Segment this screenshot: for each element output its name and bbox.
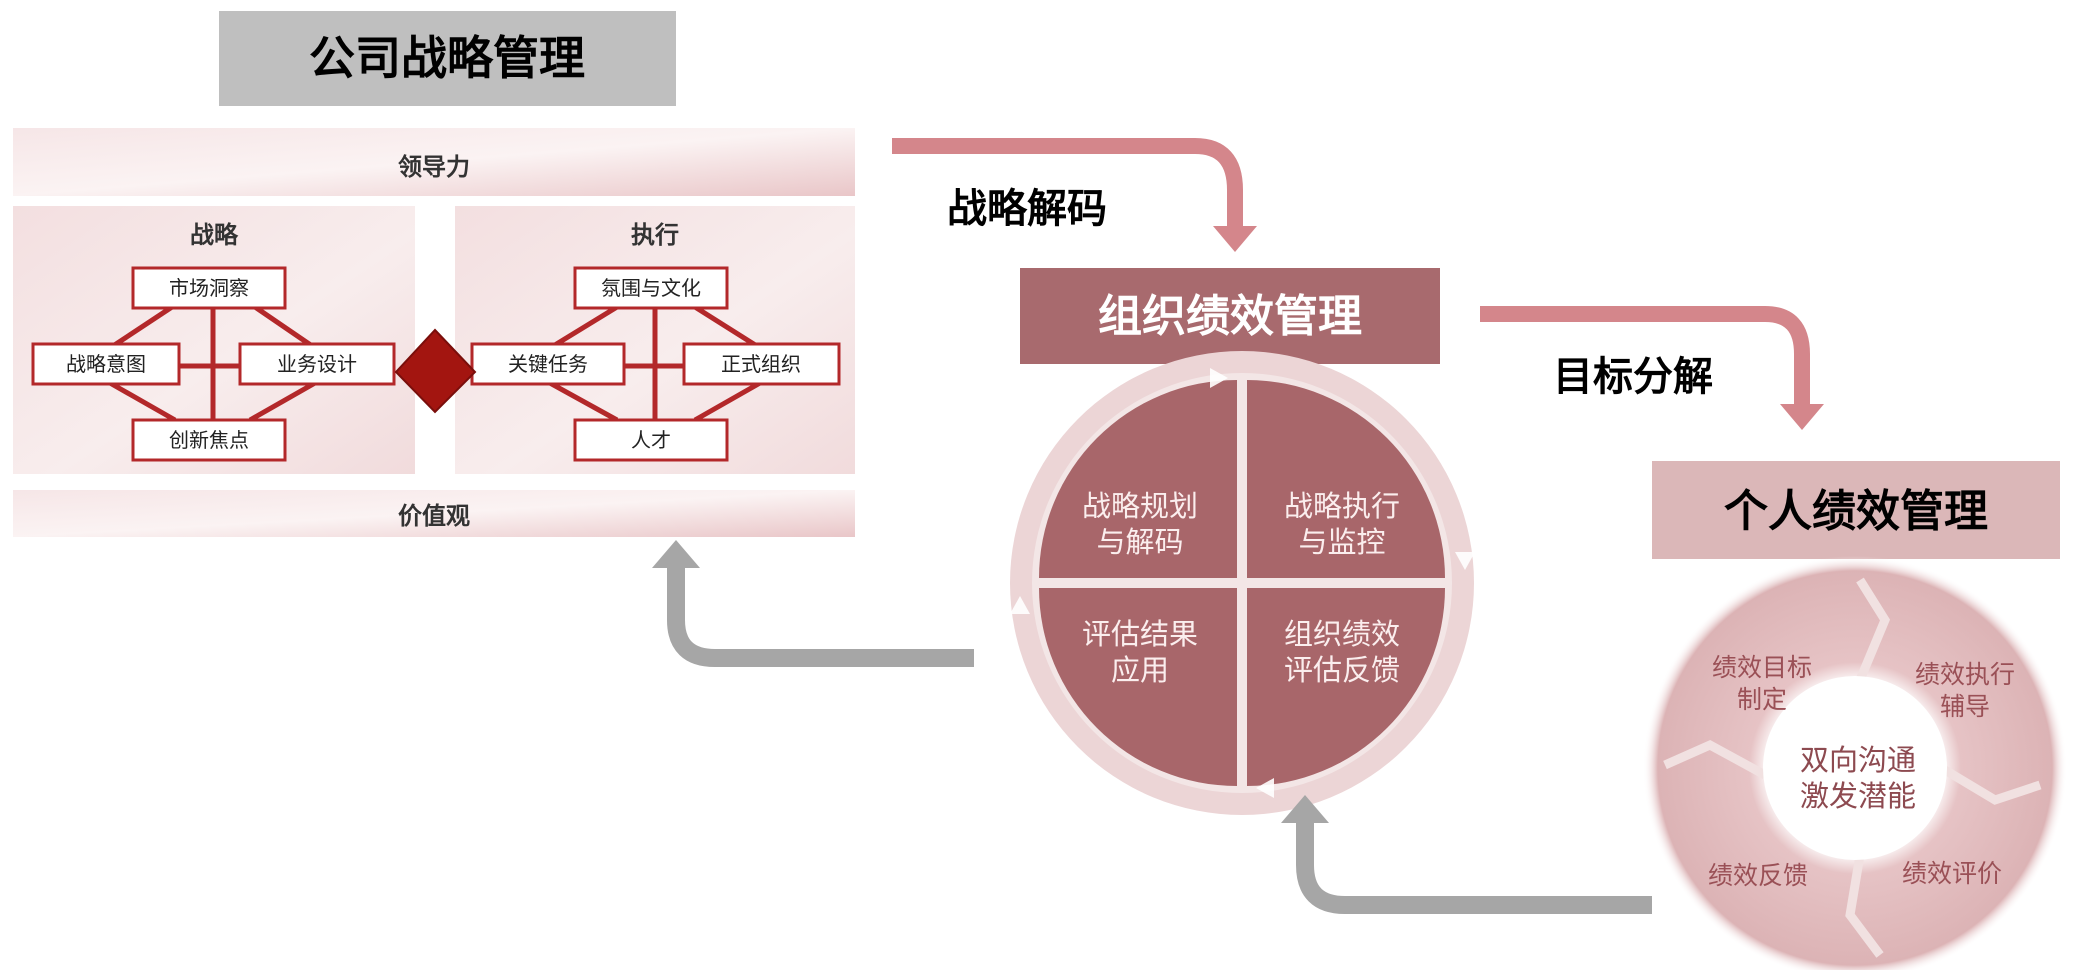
values-band [13,490,855,537]
business-design-label: 业务设计 [277,352,357,376]
formal-org-box [682,342,841,386]
personal-performance-title: 个人绩效管理 [1724,486,1988,537]
key-tasks-label: 关键任务 [508,352,588,376]
decode-arrow [892,138,1257,252]
step-coach-line2: 辅导 [1940,692,1990,721]
step-goal-line1: 绩效目标 [1712,653,1812,682]
org-performance-title-box [1020,268,1440,364]
quadrant-plan-line2: 与解码 [1096,525,1183,559]
market-insight-box [131,266,287,310]
step-feedback-label: 绩效反馈 [1708,861,1808,890]
innovation-focus-box [131,418,287,462]
org-performance-title: 组织绩效管理 [1098,291,1362,342]
center-line1: 双向沟通 [1800,743,1916,777]
company-strategy-panel: 领导力 战略 执行 [13,128,855,537]
diamond-icon [394,328,477,414]
quadrant-execute [1247,380,1445,578]
company-strategy-title-text: 公司战略管理 [309,31,585,85]
decompose-label: 目标分解 [1553,354,1713,400]
org-cycle: 战略规划 与解码 战略执行 与监控 评估结果 应用 组织绩效 评估反馈 [1010,351,1475,815]
quadrant-plan [1039,380,1237,578]
business-design-box [238,342,396,386]
personal-performance-title-box [1652,461,2060,559]
quadrant-feedback-line2: 评估反馈 [1284,653,1400,687]
values-label: 价值观 [398,502,470,530]
quadrant-feedback-line1: 组织绩效 [1284,617,1400,651]
quadrant-apply-line1: 评估结果 [1082,617,1198,651]
quadrant-plan-line1: 战略规划 [1082,489,1198,523]
return-arrow-to-company [652,540,974,667]
quadrant-apply [1039,588,1237,786]
culture-box [573,266,729,310]
step-coach-line1: 绩效执行 [1915,660,2015,689]
strategic-intent-box [31,342,181,386]
quadrant-execute-line2: 与监控 [1298,525,1385,559]
key-tasks-box [470,342,626,386]
center-line2: 激发潜能 [1800,779,1916,813]
step-evaluate-label: 绩效评价 [1902,859,2002,888]
personal-cycle: 绩效目标 制定 绩效执行 辅导 绩效评价 绩效反馈 双向沟通 激发潜能 [1643,556,2067,970]
leadership-label: 领导力 [398,153,470,181]
market-insight-label: 市场洞察 [169,276,249,300]
return-arrow-to-org [1281,795,1652,914]
quadrant-execute-line1: 战略执行 [1284,489,1400,523]
innovation-focus-label: 创新焦点 [169,428,249,452]
cycle-arrow-icon [1210,368,1228,388]
quadrant-apply-line2: 应用 [1111,653,1169,687]
quadrant-feedback [1247,588,1445,786]
culture-label: 氛围与文化 [601,276,701,300]
execution-title: 执行 [631,221,679,249]
strategic-intent-label: 战略意图 [66,352,146,376]
cycle-arrow-icon [1010,596,1030,614]
decode-label: 战略解码 [947,186,1107,232]
company-strategy-title: 公司战略管理 [219,11,676,106]
formal-org-label: 正式组织 [721,352,801,376]
talent-label: 人才 [631,428,671,452]
personal-cycle-center [1763,676,1947,860]
step-goal-line2: 制定 [1737,685,1787,714]
cycle-arrow-icon [1455,552,1475,570]
strategy-title: 战略 [190,221,239,249]
decompose-arrow [1480,306,1824,430]
leadership-band [13,128,855,196]
talent-box [573,418,729,462]
cycle-arrow-icon [1256,778,1274,798]
